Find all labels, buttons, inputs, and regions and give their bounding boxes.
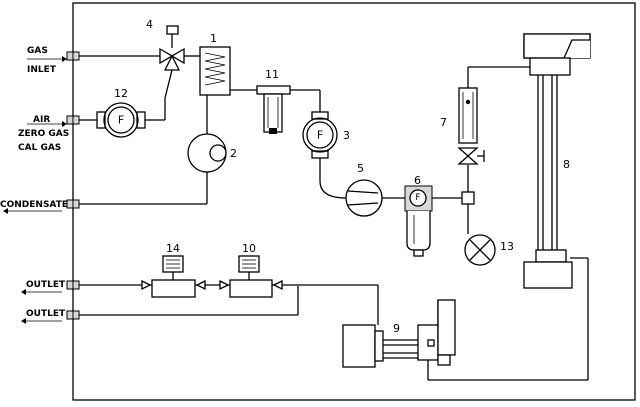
outlet-label-1: OUTLET: [26, 280, 66, 290]
filter-3-symbol: F: [317, 129, 323, 142]
component-number-2: 2: [230, 147, 237, 160]
flowmeter-7: 7: [440, 87, 485, 165]
filter-12-symbol: F: [118, 114, 124, 127]
gas-inlet-label-line1: GAS: [27, 46, 48, 56]
component-number-9: 9: [393, 322, 400, 335]
filter-6-symbol: F: [415, 193, 420, 203]
filter-3: F 3: [302, 111, 350, 159]
component-number-3: 3: [343, 129, 350, 142]
component-number-10: 10: [242, 242, 256, 255]
analyzer-8: 8: [523, 33, 591, 289]
component-number-14: 14: [166, 242, 180, 255]
detector-assembly-9: 9: [342, 299, 456, 368]
sample-pump-5: 5: [345, 162, 383, 217]
component-number-13: 13: [500, 240, 514, 253]
port-arrows: [3, 56, 67, 324]
condensate-label: CONDENSATE: [0, 200, 68, 210]
three-way-valve-4: 4: [146, 18, 185, 71]
zero-gas-label: ZERO GAS: [18, 129, 69, 139]
component-number-8: 8: [563, 158, 570, 171]
component-number-1: 1: [210, 32, 217, 45]
outlet-label-2: OUTLET: [26, 309, 66, 319]
solenoid-valve-14: 14: [141, 242, 206, 298]
filter-12: F 12: [96, 87, 146, 138]
flow-element-11: 11: [256, 68, 291, 134]
gas-inlet-label-line2: INLET: [27, 65, 57, 75]
component-number-6: 6: [414, 174, 421, 187]
component-number-7: 7: [440, 116, 447, 129]
cal-gas-label: CAL GAS: [18, 143, 61, 153]
port-labels: GAS INLET AIR ZERO GAS CAL GAS CONDENSAT…: [0, 46, 69, 319]
piping: [79, 55, 589, 381]
component-number-5: 5: [357, 162, 364, 175]
component-number-11: 11: [265, 68, 279, 81]
indicator-13: 13: [464, 234, 514, 266]
tee-fitting: [461, 191, 475, 205]
solenoid-valve-10: 10: [219, 242, 283, 298]
component-number-4: 4: [146, 18, 153, 31]
air-label: AIR: [33, 115, 50, 125]
condensate-pump-2: 2: [187, 133, 237, 173]
gas-cooler-1: 1: [199, 32, 231, 96]
filter-housing-6: F 6: [404, 174, 433, 257]
component-number-12: 12: [114, 87, 128, 100]
